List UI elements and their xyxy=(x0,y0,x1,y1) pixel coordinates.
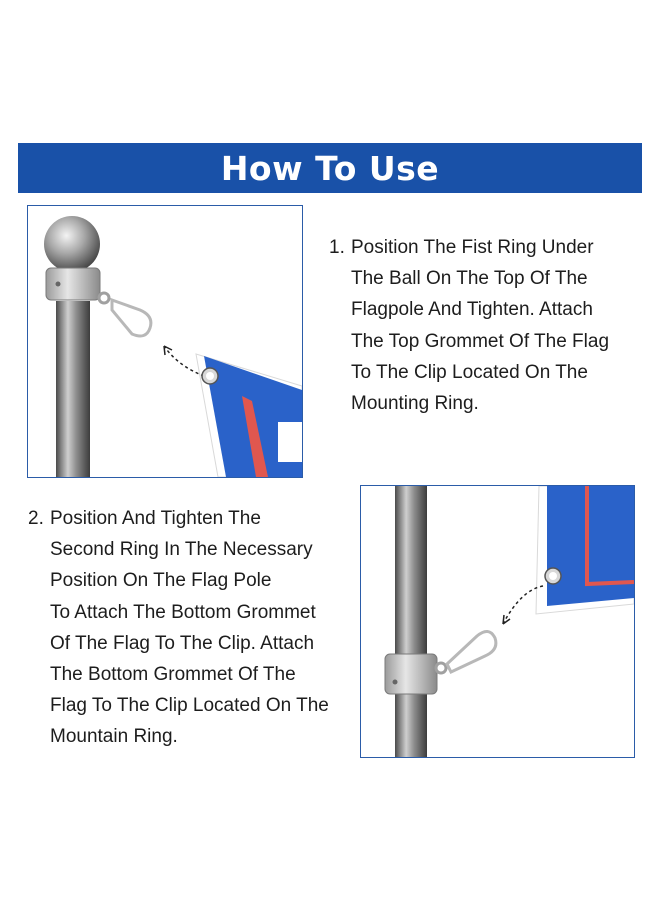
step-line: Position And Tighten The xyxy=(50,508,261,529)
step-number: 1. xyxy=(329,237,345,258)
step-line: Second Ring In The Necessary xyxy=(50,539,313,561)
banner-title: How To Use xyxy=(220,148,440,188)
flag-icon xyxy=(195,353,302,477)
carabiner-clip-icon xyxy=(97,291,153,338)
step-line: The Bottom Grommet Of The xyxy=(50,664,296,686)
step-number: 2. xyxy=(28,508,44,529)
step-line: Of The Flag To The Clip. Attach xyxy=(50,632,315,654)
mounting-ring-icon xyxy=(384,653,438,695)
step-line: Position The Fist Ring Under xyxy=(351,237,594,258)
step-line: Mounting Ring. xyxy=(351,393,479,415)
carabiner-clip-icon xyxy=(434,630,498,675)
step-2-instructions: 2. Position And Tighten The Second Ring I… xyxy=(28,503,329,753)
top-ring-illustration xyxy=(44,216,302,477)
pole-ball-icon xyxy=(44,216,100,272)
step-line: Flag To The Clip Located On The xyxy=(50,695,329,717)
step-line: The Top Grommet Of The Flag xyxy=(351,330,610,352)
arrow-icon xyxy=(502,585,544,625)
flagpole xyxy=(395,486,427,757)
step-1-instructions: 1. Position The Fist Ring Under The Ball … xyxy=(329,232,629,419)
step-line: Flagpole And Tighten. Attach xyxy=(351,299,593,321)
second-ring-illustration xyxy=(384,486,634,757)
step-line: Mountain Ring. xyxy=(50,726,178,748)
flag-icon xyxy=(535,486,634,615)
how-to-use-banner: How To Use xyxy=(18,143,642,193)
second-ring-photo xyxy=(360,485,635,758)
step-line: Position On The Flag Pole xyxy=(50,570,272,592)
arrow-icon xyxy=(163,345,205,377)
step-line: To The Clip Located On The xyxy=(351,361,588,383)
top-ring-photo xyxy=(27,205,303,478)
mounting-ring-icon xyxy=(45,267,101,301)
flagpole xyxy=(56,301,90,477)
grommet-icon xyxy=(544,567,562,585)
step-line: To Attach The Bottom Grommet xyxy=(50,601,316,623)
grommet-icon xyxy=(201,367,219,385)
step-line: The Ball On The Top Of The xyxy=(351,268,588,290)
